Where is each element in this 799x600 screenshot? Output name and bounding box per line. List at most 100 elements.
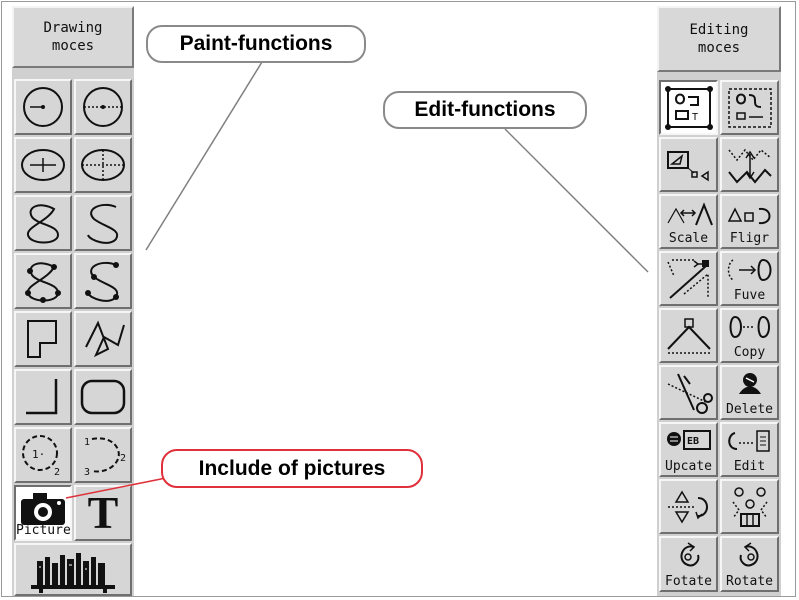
select-region-button[interactable] [720,80,779,135]
edit-functions-label: Edit-functions [414,98,556,121]
update-caption: Upcate [665,459,712,474]
flip-caption: Fligr [729,231,770,246]
scissors-icon [667,373,713,414]
edit-functions-leader [504,128,649,273]
edit-button[interactable]: Edit [720,422,779,477]
include-pictures-label: Include of pictures [198,456,386,480]
svg-text:2: 2 [54,467,60,478]
text-tool-icon: T [87,487,119,538]
group-button[interactable] [720,479,779,534]
closed-curve-points-tool-button[interactable] [14,253,72,309]
corner-line-tool-icon [26,379,58,415]
rotate-right-button[interactable]: Rotate [720,536,779,592]
mirror-rotate-icon [667,490,708,523]
move-icon [727,258,772,282]
copy-caption: Copy [733,345,766,360]
stretch-icon [666,150,709,181]
rotate-right-icon [739,542,759,567]
ellipse-axes-tool-button[interactable] [74,137,132,193]
open-curve-tool-icon [87,203,119,244]
library-icon [31,552,115,593]
stretch-button[interactable] [659,137,718,192]
open-curve-points-tool-icon [85,261,119,302]
camera-icon [21,493,65,525]
picture-tool-button[interactable]: Picture [14,485,72,541]
paint-functions-leader [145,61,263,251]
svg-text:2: 2 [120,453,126,464]
edit-icon [728,430,770,452]
circle-diameter-tool-button[interactable] [74,79,132,135]
polygon-tool-button[interactable] [14,311,72,367]
reshape-button[interactable] [720,137,779,192]
paint-functions-label: Paint-functions [179,32,333,55]
svg-text:EB: EB [687,436,699,447]
polyline-tool-button[interactable] [74,311,132,367]
edit-functions-callout: Edit-functions [383,91,587,129]
update-button[interactable]: EB Upcate [659,422,718,477]
closed-curve-tool-button[interactable] [14,195,72,251]
move-button[interactable]: Fuve [720,251,779,306]
circular-arc-tool-button[interactable]: 1· 2 [14,427,72,483]
bend-button[interactable] [659,251,718,306]
polygon-tool-icon [27,320,57,358]
flip-icon [727,207,771,225]
scissors-button[interactable] [659,365,718,420]
editing-modes-header: Editing moces [657,6,781,72]
scale-icon [667,202,713,226]
reshape-icon [727,148,772,184]
select-all-button[interactable]: T [659,80,718,135]
delete-button[interactable]: Delete [720,365,779,420]
ellipse-tool-button[interactable] [14,137,72,193]
svg-text:T: T [692,112,698,123]
rotate-right-caption: Rotate [726,574,773,589]
bend-icon [666,258,709,299]
update-icon: EB [667,430,711,450]
copy-icon [729,315,770,339]
rounded-rectangle-tool-button[interactable] [74,369,132,425]
svg-text:1·: 1· [32,448,45,461]
delete-caption: Delete [726,402,773,417]
rotate-left-caption: Fotate [665,574,712,589]
mirror-rotate-button[interactable] [659,479,718,534]
drawing-modes-header: Drawing moces [12,6,134,68]
ellipse-tool-icon [21,149,65,181]
rotate-left-icon [680,542,700,567]
scale-button[interactable]: Scale [659,194,718,249]
edit-caption: Edit [733,459,766,474]
closed-curve-tool-icon [26,204,60,244]
paint-functions-callout: Paint-functions [146,25,366,63]
open-curve-tool-button[interactable] [74,195,132,251]
editing-modes-palette: Editing moces T Scale Fligr Fuve Copy [657,6,781,596]
copy-button[interactable]: Copy [720,308,779,363]
select-region-icon [727,87,772,128]
select-all-icon: T [664,85,713,130]
circle-tool-icon [23,87,63,127]
include-pictures-callout: Include of pictures [161,449,423,488]
triangle-point-icon [666,317,711,354]
polyline-tool-icon [85,320,125,358]
editing-modes-header-line-1: Editing [689,22,749,38]
open-curve-points-tool-button[interactable] [74,253,132,309]
picture-tool-caption: Picture [16,523,71,538]
triangle-point-button[interactable] [659,308,718,363]
circle-tool-button[interactable] [14,79,72,135]
move-caption: Fuve [733,288,766,303]
library-tool-button[interactable] [14,543,132,596]
include-pictures-leader [65,477,167,499]
scale-caption: Scale [668,231,709,246]
open-arc-tool-icon: 132 [84,437,126,478]
circle-diameter-tool-icon [83,87,123,127]
flip-button[interactable]: Fligr [720,194,779,249]
svg-text:3: 3 [84,467,90,478]
corner-line-tool-button[interactable] [14,369,72,425]
drawing-modes-palette: Drawing moces 1· 2 [12,6,134,596]
drawing-modes-header-line-2: moces [51,38,95,54]
rotate-left-button[interactable]: Fotate [659,536,718,592]
editing-modes-header-line-2: moces [697,40,741,56]
group-icon [731,486,768,527]
circular-arc-tool-icon: 1· 2 [22,435,60,478]
closed-curve-points-tool-icon [25,262,61,303]
